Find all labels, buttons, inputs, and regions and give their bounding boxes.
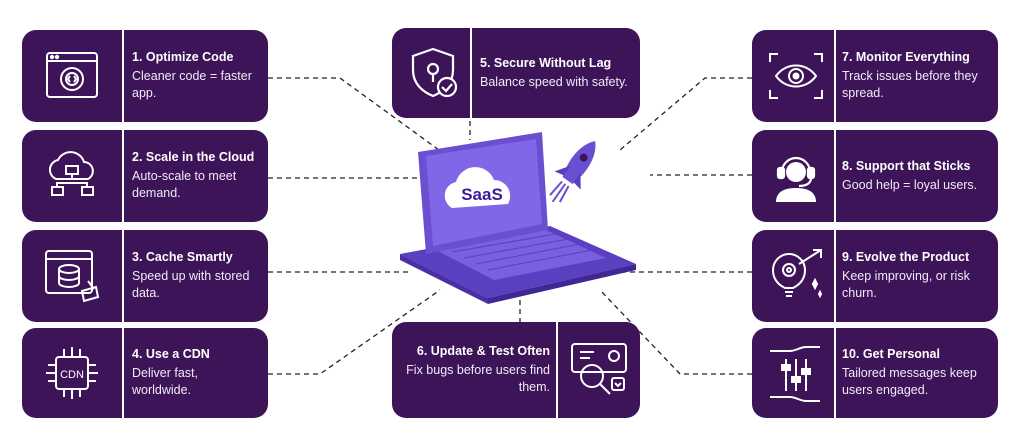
item-title: 3. Cache Smartly	[132, 250, 233, 264]
hand-sliders-icon	[758, 328, 834, 418]
magnifier-gear-icon	[562, 322, 636, 418]
connector-10	[599, 289, 752, 375]
item-title: 6. Update & Test Often	[416, 344, 550, 358]
divider	[834, 230, 836, 322]
divider	[122, 30, 124, 122]
item-title: 2. Scale in the Cloud	[132, 150, 255, 164]
divider	[122, 130, 124, 222]
code-gear-icon	[32, 30, 112, 122]
card-get-personal: 10. Get Personal Tailored messages keep …	[752, 328, 998, 418]
card-scale-cloud: 2. Scale in the Cloud Auto-scale to meet…	[22, 130, 268, 222]
card-optimize-code: 1. Optimize Code Cleaner code = faster a…	[22, 30, 268, 122]
card-cache-smartly: 3. Cache Smartly Speed up with stored da…	[22, 230, 268, 322]
item-desc: Balance speed with safety.	[480, 74, 628, 89]
divider	[834, 130, 836, 222]
item-desc: Auto-scale to meet demand.	[132, 169, 237, 200]
connector-1	[268, 77, 451, 159]
item-desc: Deliver fast, worldwide.	[132, 366, 198, 397]
divider	[122, 328, 124, 418]
item-title: 5. Secure Without Lag	[480, 55, 612, 70]
item-title: 8. Support that Sticks	[842, 158, 971, 173]
database-broom-icon	[32, 230, 112, 322]
item-desc: Track issues before they spread.	[842, 69, 978, 100]
item-title: 10. Get Personal	[842, 347, 940, 361]
item-desc: Fix bugs before users find them.	[406, 363, 550, 394]
headset-agent-icon	[758, 130, 834, 222]
item-title: 1. Optimize Code	[132, 50, 234, 64]
card-use-cdn: CDN 4. Use a CDN Deliver fast, worldwide…	[22, 328, 268, 418]
divider	[556, 322, 558, 418]
eye-target-icon	[758, 30, 834, 122]
connector-7	[619, 77, 752, 151]
item-desc: Tailored messages keep users engaged.	[842, 366, 977, 397]
saas-cloud-icon: SaaS	[444, 167, 511, 208]
divider	[834, 30, 836, 122]
card-evolve-product: 9. Evolve the Product Keep improving, or…	[752, 230, 998, 322]
item-desc: Speed up with stored data.	[132, 269, 250, 300]
item-desc: Keep improving, or risk churn.	[842, 269, 970, 300]
cloud-network-icon	[32, 130, 112, 222]
svg-text:CDN: CDN	[60, 369, 84, 381]
item-desc: Cleaner code = faster app.	[132, 69, 252, 100]
divider	[122, 230, 124, 322]
card-support-sticks: 8. Support that Sticks Good help = loyal…	[752, 130, 998, 222]
divider	[834, 328, 836, 418]
card-secure-without-lag: 5. Secure Without Lag Balance speed with…	[392, 28, 640, 118]
lightbulb-growth-icon	[758, 230, 834, 322]
cdn-chip-icon: CDN	[32, 328, 112, 418]
shield-lock-icon	[398, 28, 468, 118]
card-monitor-everything: 7. Monitor Everything Track issues befor…	[752, 30, 998, 122]
rocket-icon	[549, 141, 596, 203]
item-title: 9. Evolve the Product	[842, 250, 970, 264]
item-title: 7. Monitor Everything	[842, 50, 970, 64]
laptop-screen-label: SaaS	[461, 185, 503, 204]
card-update-test: 6. Update & Test Often Fix bugs before u…	[392, 322, 640, 418]
item-title: 4. Use a CDN	[132, 347, 210, 361]
divider	[470, 28, 472, 118]
item-desc: Good help = loyal users.	[842, 177, 978, 192]
saas-laptop-illustration: SaaS	[400, 132, 636, 304]
